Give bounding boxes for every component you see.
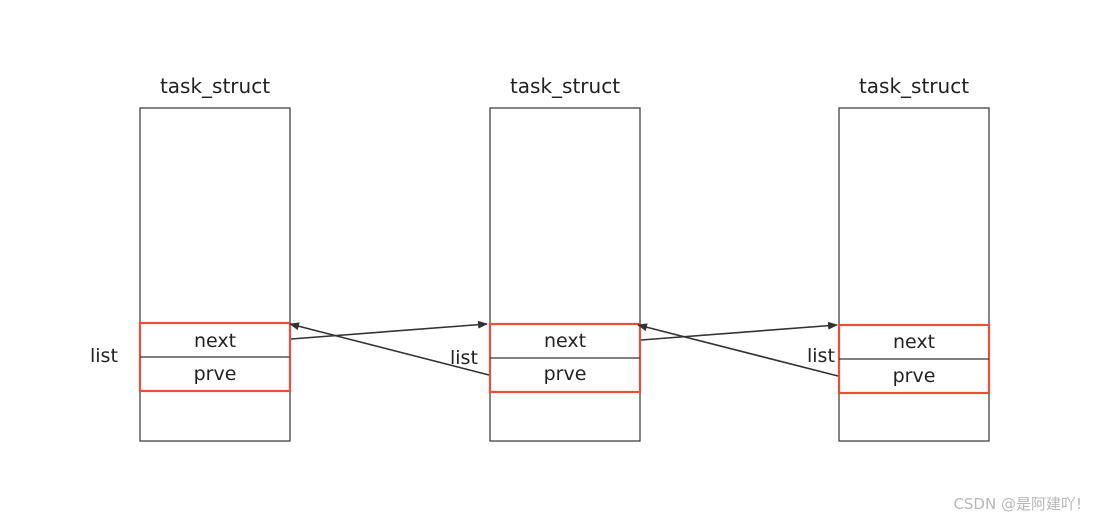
watermark: CSDN @是阿建吖! [953,495,1082,513]
task-struct-box-3 [838,107,990,442]
list-field-2: next prve [488,322,642,394]
prev-field-3: prve [893,365,936,387]
task-struct-title-3: task_struct [859,74,969,98]
task-struct-title-1: task_struct [160,74,270,98]
arrow-prev-2-to-1 [289,322,490,376]
task-struct-node-2: task_struct next prve list [450,74,642,442]
task-struct-node-1: task_struct next prve list [90,74,292,442]
list-label-3: list [807,345,835,367]
task-struct-node-3: task_struct next prve list [807,74,991,442]
prev-field-1: prve [194,363,237,385]
task-struct-box-2 [489,107,641,442]
arrow-next-1-to-2 [290,320,488,340]
list-label-2: list [450,347,478,369]
next-field-3: next [893,331,935,353]
task-struct-box-1 [139,107,291,442]
prev-field-2: prve [544,363,587,385]
list-field-3: next prve [837,323,991,395]
list-label-1: list [90,345,118,367]
arrow-next-2-to-3 [640,321,838,341]
next-field-1: next [194,330,236,352]
arrow-prev-3-to-2 [637,323,839,377]
task-struct-title-2: task_struct [510,74,620,98]
list-field-1: next prve [138,321,292,393]
next-field-2: next [544,330,586,352]
